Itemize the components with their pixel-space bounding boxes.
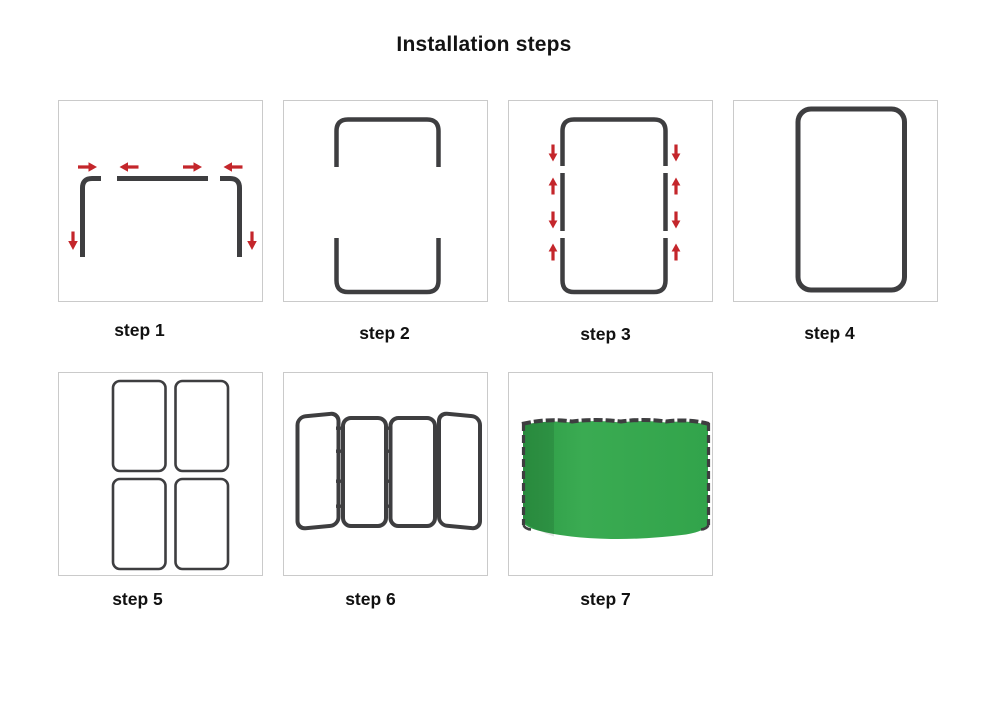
- arrow-up-icon: [671, 243, 681, 261]
- hinge: [336, 426, 344, 430]
- frame-tubes: [560, 117, 668, 295]
- bottom-u-frame: [334, 238, 441, 295]
- arrow-right-icon: [183, 162, 202, 172]
- step-3-diagram: [548, 117, 681, 295]
- step-7-diagram: [521, 418, 711, 540]
- hinge: [384, 426, 392, 430]
- hinge: [433, 426, 441, 430]
- step-5-panel: [58, 372, 263, 576]
- middle-panel-left: [341, 416, 388, 528]
- hinge: [336, 479, 344, 483]
- middle-panel-right: [388, 416, 437, 528]
- step-1-label: step 1: [114, 320, 165, 340]
- step-5-diagram: [111, 379, 230, 571]
- assembly-arrows: [68, 162, 257, 250]
- hinge: [336, 504, 344, 508]
- assembled-frame: [795, 106, 907, 293]
- frame-tubes: [80, 176, 242, 257]
- step-4-panel: [733, 100, 938, 302]
- arrow-left-icon: [223, 162, 243, 172]
- step-6-label: step 6: [345, 589, 396, 609]
- step-3-label: step 3: [580, 324, 631, 344]
- panel-frame: [111, 477, 167, 571]
- step-4-label: step 4: [804, 323, 855, 343]
- hinge: [433, 479, 441, 483]
- frame-foot-right: [700, 524, 710, 531]
- bottom-u-frame: [560, 238, 668, 295]
- arrow-down-icon: [548, 144, 558, 162]
- top-u-frame: [560, 117, 668, 166]
- step-7-label: step 7: [580, 589, 631, 609]
- top-u-frame: [334, 117, 441, 167]
- panel-frame: [174, 379, 230, 473]
- page-title: Installation steps: [396, 33, 572, 56]
- arrow-left-icon: [119, 162, 139, 172]
- hinge: [336, 449, 344, 453]
- frame-tubes: [334, 117, 441, 295]
- step-2-label: step 2: [359, 323, 410, 343]
- hinge: [384, 504, 392, 508]
- corner-tube-right: [220, 176, 242, 257]
- outer-panel-right: [437, 411, 482, 531]
- arrow-right-icon: [78, 162, 97, 172]
- hinge: [433, 504, 441, 508]
- frame-tubes: [295, 411, 482, 531]
- arrow-down-icon: [671, 211, 681, 229]
- arrow-down-icon: [247, 231, 257, 250]
- step-1-diagram: [68, 162, 257, 257]
- step-6-diagram: [295, 411, 482, 531]
- hinge: [433, 449, 441, 453]
- hinge-connectors: [336, 426, 441, 508]
- frame-foot-left: [522, 524, 532, 531]
- step-5-label: step 5: [112, 589, 163, 609]
- step-2-panel: [283, 100, 488, 302]
- arrow-down-icon: [671, 144, 681, 162]
- step-7-panel: [508, 372, 713, 576]
- frame-tubes: [795, 106, 907, 293]
- arrow-down-icon: [68, 231, 78, 250]
- arrow-down-icon: [548, 211, 558, 229]
- frame-tubes: [111, 379, 230, 571]
- corner-tube-left: [80, 176, 101, 257]
- panel-frame: [111, 379, 167, 473]
- arrow-up-icon: [548, 177, 558, 195]
- frame-with-clips: [521, 418, 711, 531]
- step-3-panel: [508, 100, 713, 302]
- hinge: [384, 449, 392, 453]
- step-2-diagram: [334, 117, 441, 295]
- fabric-shadow-fold: [523, 422, 554, 537]
- hinge: [384, 479, 392, 483]
- outer-panel-left: [295, 411, 341, 531]
- green-screen-fabric: [523, 421, 708, 540]
- step-1-panel: [58, 100, 263, 302]
- arrow-up-icon: [671, 177, 681, 195]
- step-6-panel: [283, 372, 488, 576]
- arrow-up-icon: [548, 243, 558, 261]
- top-frame-clips: [521, 418, 710, 426]
- assembly-arrows: [548, 144, 681, 261]
- panel-frame: [174, 477, 230, 571]
- step-4-diagram: [795, 106, 907, 293]
